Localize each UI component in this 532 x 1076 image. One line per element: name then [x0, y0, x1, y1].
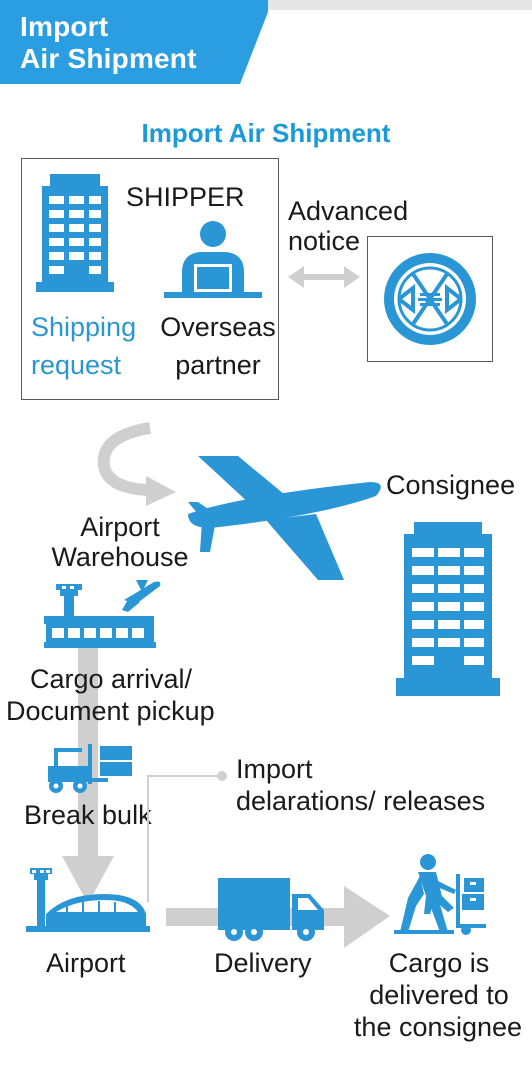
delivered-line2: delivered to [369, 980, 509, 1010]
delivered-line1: Cargo is [388, 948, 490, 978]
delivery-truck-icon [218, 878, 324, 941]
shipping-request-line2: request [31, 350, 122, 380]
overseas-partner-line1: Overseas [160, 312, 276, 342]
shipper-building-icon [36, 174, 114, 292]
import-line2: delarations/ releases [236, 786, 486, 816]
airport-label: Airport [46, 948, 126, 978]
shipper-heading: SHIPPER [126, 182, 245, 212]
advanced-notice-line2: notice [288, 226, 361, 256]
partner-person-icon [164, 221, 262, 298]
delivered-line3: the consignee [353, 1012, 523, 1042]
airport-warehouse-icon [44, 580, 161, 648]
warehouse-line1: Airport [80, 512, 160, 542]
header-banner [0, 0, 532, 84]
double-arrow-icon [288, 266, 360, 288]
customs-emblem-icon [384, 253, 476, 345]
header-title-line1: Import [20, 11, 109, 42]
header-title-line2: Air Shipment [20, 43, 197, 74]
airport-terminal-icon [26, 868, 150, 932]
advanced-notice-line1: Advanced [288, 196, 409, 226]
shipping-request-line1: Shipping [31, 312, 137, 342]
warehouse-line2: Warehouse [51, 542, 189, 572]
airplane-icon [188, 456, 381, 580]
worker-hand-truck-icon [394, 854, 486, 935]
curved-arrow-icon [97, 422, 176, 506]
consignee-label: Consignee [386, 470, 516, 500]
shipper-box [21, 158, 279, 400]
import-connector-line [147, 771, 227, 902]
consignee-building-icon [396, 522, 500, 696]
cargo-arrival-line2: Document pickup [6, 696, 215, 726]
cargo-arrival-line1: Cargo arrival/ [30, 664, 193, 694]
advanced-notice-box [367, 236, 493, 362]
break-bulk-label: Break bulk [24, 800, 152, 830]
delivery-label: Delivery [214, 948, 312, 978]
overseas-partner-line2: partner [175, 350, 261, 380]
diagram-title: Import Air Shipment [141, 118, 391, 148]
import-line1: Import [236, 754, 313, 784]
forklift-icon [48, 744, 132, 793]
